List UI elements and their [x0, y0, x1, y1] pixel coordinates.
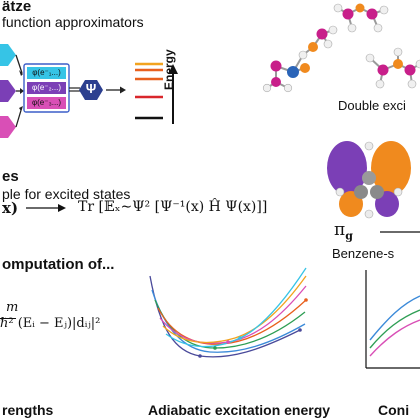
molecule-top-atoms: [333, 3, 389, 33]
psi-symbol: Ψ: [85, 81, 97, 96]
formula-trace: Tr [𝔼ₓ∼Ψ² [Ψ⁻¹(x) Ĥ Ψ(x)]]: [78, 199, 268, 215]
psi-hexagon-icon: [79, 80, 103, 100]
formula-fraction-bar: [0, 318, 16, 319]
section3-heading: omputation of...: [2, 256, 115, 273]
orbital-row-2: φ(e⁻₂...): [27, 82, 66, 94]
energy-levels: [135, 62, 163, 120]
caption-adiabatic: Adiabatic excitation energy: [148, 402, 331, 418]
formula-oscillator: ℏ² (Eᵢ − Eⱼ)|dᵢⱼ|²: [0, 316, 101, 331]
formula-left: x): [2, 199, 19, 217]
molecule-left-atoms: [262, 25, 338, 93]
benzene-caption: Benzene-s: [332, 246, 395, 261]
benzene-orbital-icon: [327, 141, 411, 219]
formula-numerator: m: [6, 300, 19, 315]
section1-subheading: function approximators: [2, 14, 144, 30]
orbital-row-3: φ(e⁻₃...): [27, 97, 66, 109]
section2-subheading: ple for excited states: [2, 186, 131, 202]
orbital-row-1: φ(e⁻₁...): [27, 67, 66, 79]
plot-conical-curves: [369, 295, 420, 357]
plot-adiabatic-points: [198, 298, 308, 358]
section1-heading: ätze: [2, 0, 32, 15]
energy-axis-arrowhead: [168, 64, 178, 74]
molecule-right-atoms: [365, 47, 420, 89]
pi-label: πg: [334, 220, 353, 242]
pi-subscript: g: [345, 229, 353, 243]
hexagon-purple-icon: [0, 80, 16, 102]
energy-axis-label: Energy: [162, 49, 176, 90]
hexagon-cyan-icon: [0, 44, 16, 66]
pi-symbol: π: [334, 220, 346, 240]
section2-heading: es: [2, 168, 19, 185]
plot-conical-axes: [365, 270, 420, 369]
caption-strengths: rengths: [2, 402, 54, 418]
hexagon-magenta-icon: [0, 116, 16, 138]
caption-conical: Coni: [378, 402, 410, 418]
molecules-caption: Double exci: [338, 98, 406, 113]
